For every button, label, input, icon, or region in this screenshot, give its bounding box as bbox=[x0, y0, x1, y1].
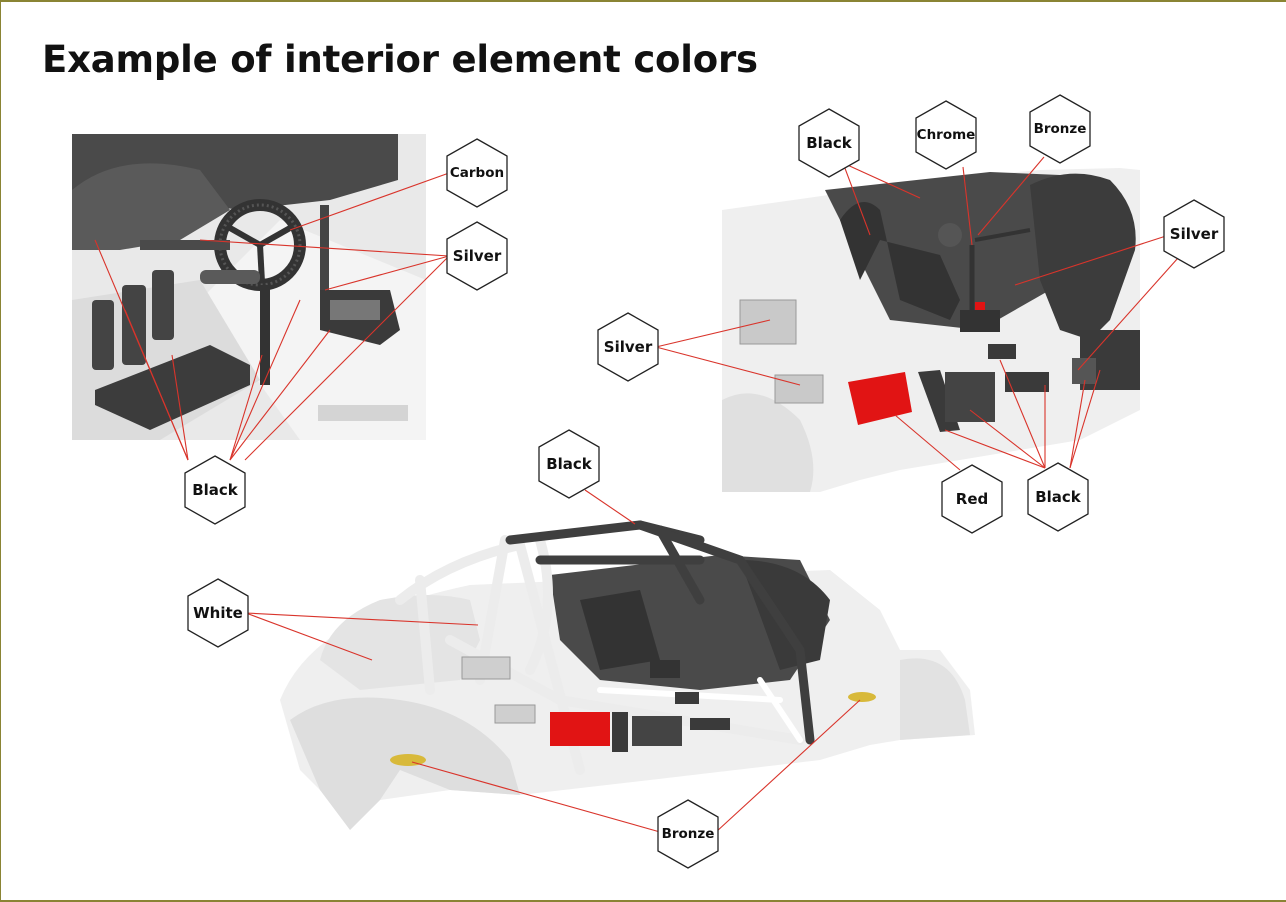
label-carbon: Carbon bbox=[446, 138, 508, 208]
label-black-seat-view: Black bbox=[798, 108, 860, 178]
label-bronze-body: Bronze bbox=[657, 799, 719, 869]
label-red: Red bbox=[941, 464, 1003, 534]
leader-lines bbox=[94, 156, 1179, 833]
svg-text:Bronze: Bronze bbox=[662, 826, 715, 842]
steering-pedals-view bbox=[72, 134, 426, 440]
label-bronze-seat-view: Bronze bbox=[1029, 94, 1091, 164]
svg-text:Red: Red bbox=[956, 490, 988, 508]
label-white: White bbox=[187, 578, 249, 648]
svg-text:Silver: Silver bbox=[604, 338, 653, 356]
label-silver-seat-left: Silver bbox=[597, 312, 659, 382]
seat-console-view bbox=[722, 168, 1140, 492]
label-black-steering: Black bbox=[184, 455, 246, 525]
label-silver-steering: Silver bbox=[446, 221, 508, 291]
label-black-console: Black bbox=[1027, 462, 1089, 532]
svg-text:Carbon: Carbon bbox=[450, 165, 504, 181]
page-title: Example of interior element colors bbox=[42, 38, 758, 81]
svg-text:Black: Black bbox=[192, 481, 239, 499]
svg-text:Silver: Silver bbox=[1170, 225, 1219, 243]
svg-text:White: White bbox=[193, 604, 243, 622]
label-silver-seat-right: Silver bbox=[1163, 199, 1225, 269]
svg-text:Black: Black bbox=[806, 134, 853, 152]
svg-text:Silver: Silver bbox=[453, 247, 502, 265]
svg-text:Chrome: Chrome bbox=[917, 127, 976, 143]
label-chrome: Chrome bbox=[915, 100, 977, 170]
label-black-cage: Black bbox=[538, 429, 600, 499]
svg-text:Black: Black bbox=[1035, 488, 1082, 506]
svg-text:Black: Black bbox=[546, 455, 593, 473]
svg-text:Bronze: Bronze bbox=[1034, 121, 1087, 137]
body-rollcage-view bbox=[280, 520, 975, 830]
